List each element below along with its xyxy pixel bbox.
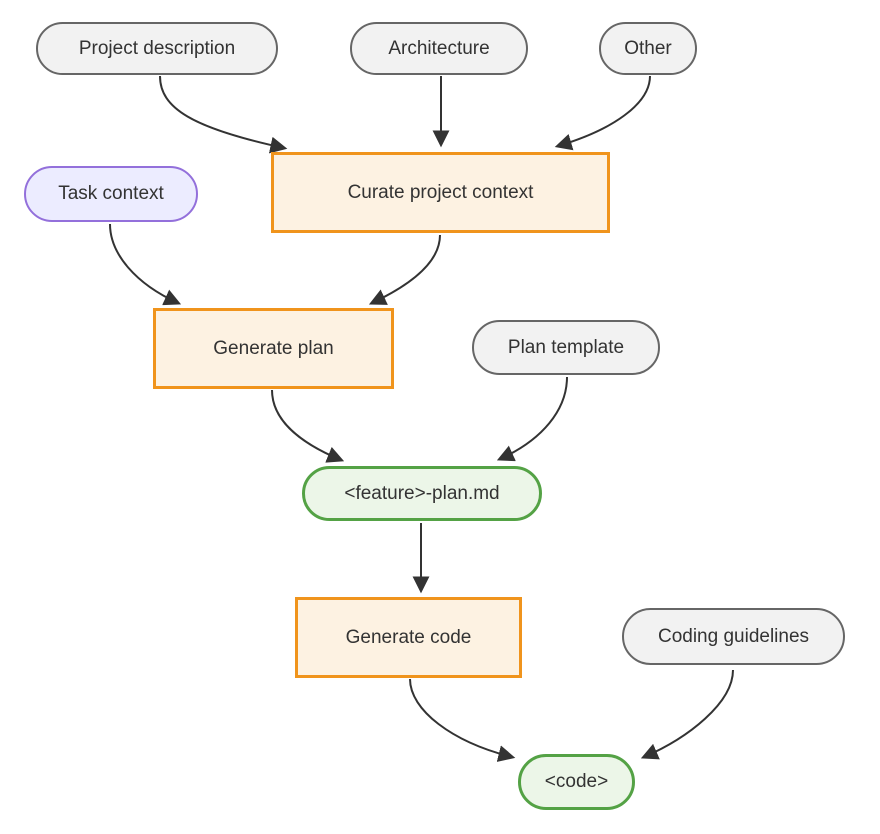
node-generate-plan-label: Generate plan (213, 337, 334, 359)
edge-generate-code-to-code (409, 678, 516, 762)
node-architecture-label: Architecture (388, 37, 490, 59)
node-code-label: <code> (544, 771, 609, 792)
edge-generate-plan-to-feature-plan (271, 389, 345, 463)
node-plan-template: Plan template (472, 320, 660, 375)
edge-curate-to-generate-plan (368, 234, 441, 305)
node-generate-code: Generate code (295, 597, 522, 678)
node-project-description-label: Project description (78, 37, 236, 59)
edge-coding-guidelines-to-code (640, 669, 734, 760)
node-feature-plan-md: <feature>-plan.md (302, 466, 542, 521)
edge-other-to-curate (554, 75, 651, 151)
node-other-label: Other (624, 37, 672, 59)
node-curate-project-context: Curate project context (271, 152, 610, 233)
node-feature-plan-md-label: <feature>-plan.md (344, 482, 500, 504)
edge-project-description-to-curate (159, 75, 288, 154)
node-code: <code> (518, 754, 635, 810)
node-generate-code-label: Generate code (345, 626, 472, 648)
node-other: Other (599, 22, 697, 75)
node-task-context: Task context (24, 166, 198, 222)
node-task-context-label: Task context (58, 183, 164, 204)
node-coding-guidelines: Coding guidelines (622, 608, 845, 665)
node-plan-template-label: Plan template (507, 336, 625, 358)
node-coding-guidelines-label: Coding guidelines (657, 625, 810, 647)
node-architecture: Architecture (350, 22, 528, 75)
edge-plan-template-to-feature-plan (496, 376, 568, 462)
node-project-description: Project description (36, 22, 278, 75)
edge-task-context-to-generate-plan (109, 223, 182, 306)
node-curate-project-context-label: Curate project context (347, 181, 534, 203)
node-generate-plan: Generate plan (153, 308, 394, 389)
